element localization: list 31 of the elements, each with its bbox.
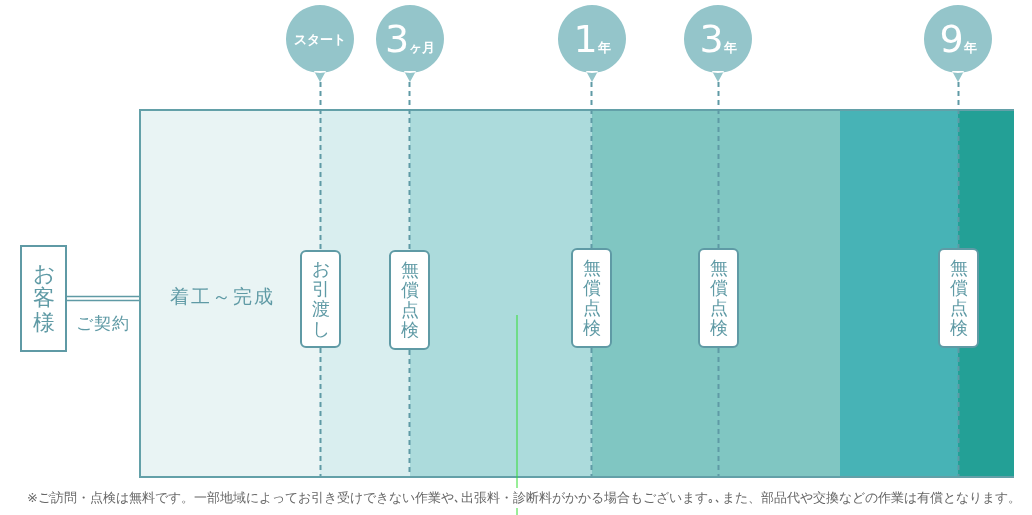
double-line-connector <box>66 295 140 302</box>
customer-label: お客様 <box>32 262 55 335</box>
milestone-label: スタート <box>294 32 346 46</box>
tag-label: 無償点検 <box>400 260 419 340</box>
inspection-tag <box>938 248 979 348</box>
edge-label: ご契約 <box>76 312 130 333</box>
customer-box <box>20 245 67 352</box>
milestone-pin <box>376 5 444 82</box>
milestone-pin <box>286 5 354 82</box>
milestone-label: 9年 <box>939 20 977 58</box>
inspection-tag <box>698 248 739 348</box>
dashed-connector <box>319 81 322 251</box>
milestone-pin <box>558 5 626 82</box>
inspection-tag <box>389 250 430 350</box>
stage-label: 着工～完成 <box>170 285 275 308</box>
milestone-label: 1年 <box>573 20 611 58</box>
inspection-tag <box>571 248 612 348</box>
tag-label: 無償点検 <box>582 258 601 338</box>
tag-label: 無償点検 <box>709 258 728 338</box>
tag-label: お引渡し <box>311 259 330 339</box>
inspection-tag <box>300 250 341 348</box>
tag-label: 無償点検 <box>949 258 968 338</box>
dashed-connector <box>408 81 411 251</box>
dashed-connector <box>590 81 593 249</box>
milestone-pin <box>684 5 752 82</box>
milestone-pin <box>924 5 992 82</box>
footnote-text: ※ご訪問・点検は無料です。一部地域によってお引き受けできない作業や､出張料・診断料がかかる場合もございます｡､また、部品代や交換などの作業は有償となります。 <box>27 490 1021 506</box>
dashed-connector <box>717 81 720 249</box>
timeline-panel <box>139 109 1014 478</box>
milestone-label: 3年 <box>699 20 737 58</box>
dashed-connector <box>957 81 960 249</box>
